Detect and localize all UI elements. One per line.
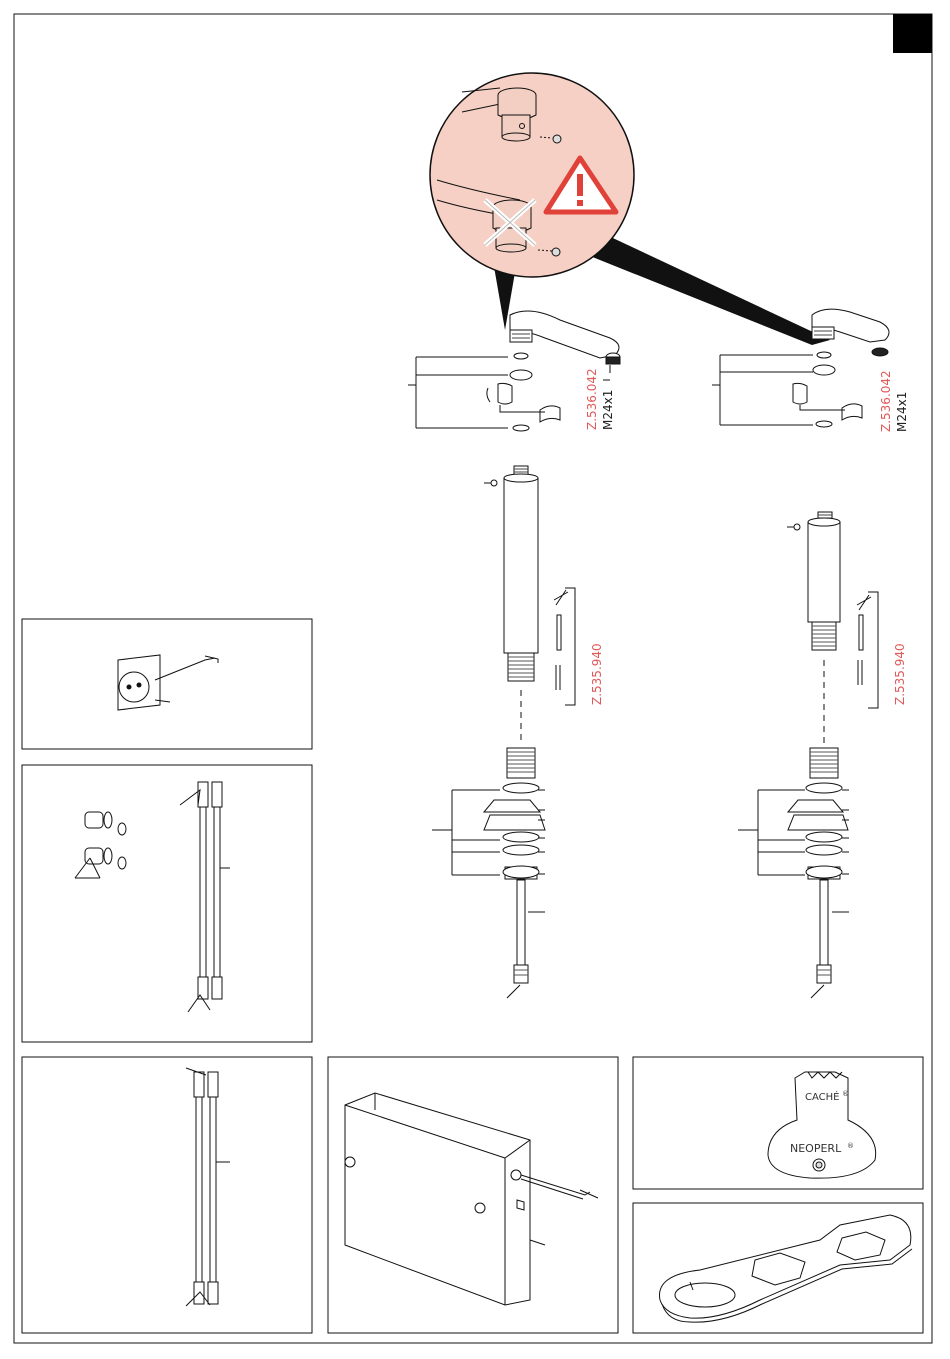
- page-tab-marker: [893, 14, 932, 53]
- panel-power-supply-box: [328, 1057, 618, 1333]
- registered-mark-icon: ®: [842, 1090, 849, 1098]
- thread-size-left: M24x1: [601, 390, 615, 430]
- key-top-text: CACHÉ: [805, 1090, 839, 1103]
- spout-assembly-right: Z.536.042 M24x1: [712, 309, 909, 432]
- faucet-body-right: Z.535.940: [738, 512, 907, 998]
- spout-assembly-left: Z.536.042 M24x1: [408, 311, 620, 431]
- thread-size-right: M24x1: [895, 392, 909, 432]
- panel-wall-socket: [22, 619, 312, 749]
- faucet-body-left: Z.535.940: [432, 466, 604, 998]
- key-brand-text: NEOPERL: [790, 1142, 842, 1155]
- cartridge-code-left: Z.535.940: [590, 643, 604, 705]
- warning-detail-group: [430, 73, 830, 345]
- panel-spanner-tool: [633, 1203, 923, 1333]
- panel-supply-hoses-adapters: [22, 765, 312, 1042]
- cartridge-code-right: Z.535.940: [893, 643, 907, 705]
- panel-aerator-key: CACHÉ ® NEOPERL ®: [633, 1057, 923, 1189]
- key-brand-registered-icon: ®: [847, 1142, 854, 1150]
- panel-supply-hoses: [22, 1057, 312, 1333]
- aerator-code-right: Z.536.042: [879, 370, 893, 432]
- aerator-code-left: Z.536.042: [585, 368, 599, 430]
